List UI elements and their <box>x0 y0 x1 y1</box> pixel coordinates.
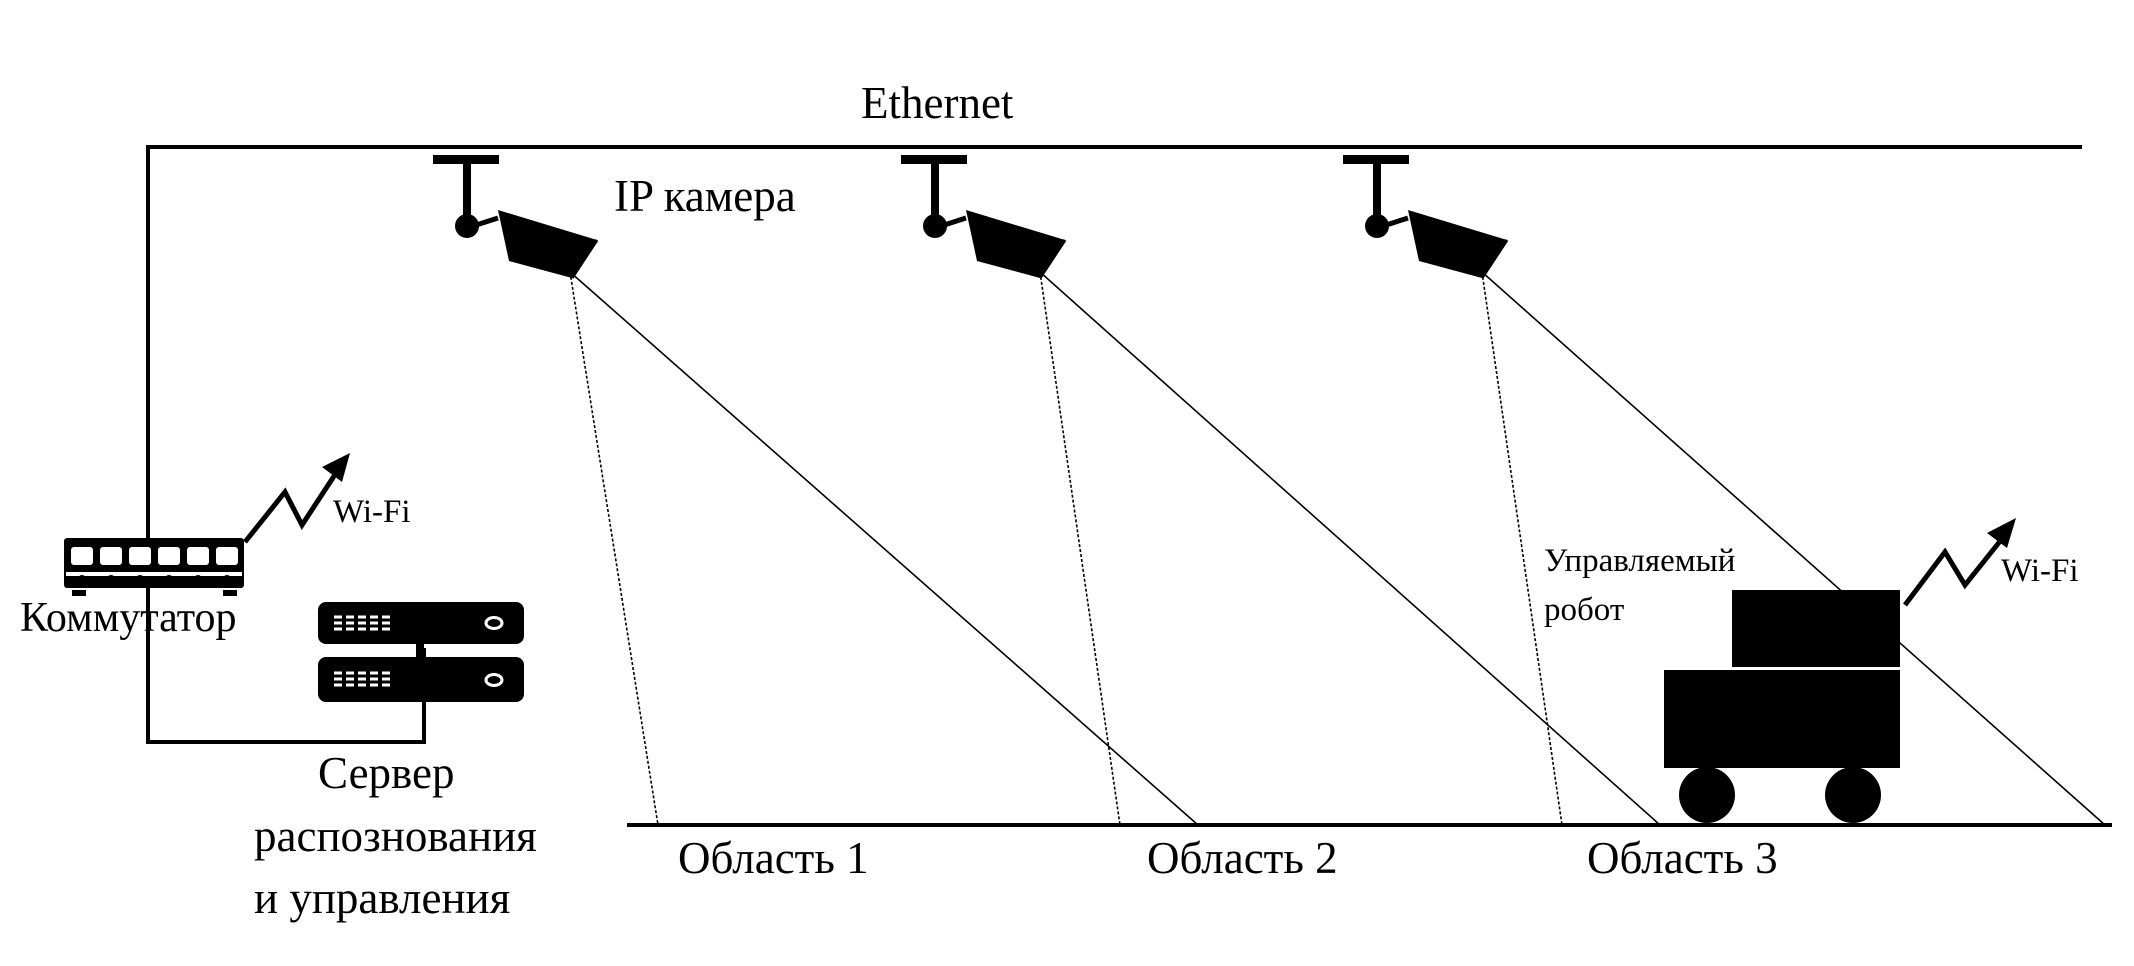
wifi-zigzag-arrow-icon <box>1903 518 2016 607</box>
server-label-line3: и управления <box>254 873 510 923</box>
ethernet-label: Ethernet <box>861 78 1014 128</box>
camera-2-field-of-view <box>1039 271 1661 826</box>
wifi-zigzag-arrow-icon <box>243 453 350 544</box>
robot-label-line1: Управляемый <box>1544 543 1735 579</box>
network-switch-icon <box>64 538 244 596</box>
server-label-line2: распознования <box>254 811 537 861</box>
ethernet-cable <box>146 145 2082 744</box>
robot-label-line2: робот <box>1544 592 1624 628</box>
ip-camera-label: IP камера <box>614 171 796 221</box>
cctv-camera-icon <box>433 155 597 278</box>
wifi-robot-label: Wi-Fi <box>2001 553 2079 589</box>
robot-cart-icon <box>1664 590 1900 823</box>
server-label-line1: Сервер <box>318 748 455 798</box>
camera-1-field-of-view <box>569 271 1199 826</box>
cctv-camera-icon <box>901 155 1065 278</box>
area-1-label: Область 1 <box>678 833 869 883</box>
area-2-label: Область 2 <box>1147 833 1338 883</box>
switch-label: Коммутатор <box>20 595 237 641</box>
wifi-switch-label: Wi-Fi <box>333 494 411 530</box>
camera-3-field-of-view <box>1481 271 2106 826</box>
server-rack-icon <box>318 602 524 702</box>
cctv-camera-icon <box>1343 155 1507 278</box>
area-3-label: Область 3 <box>1587 833 1778 883</box>
